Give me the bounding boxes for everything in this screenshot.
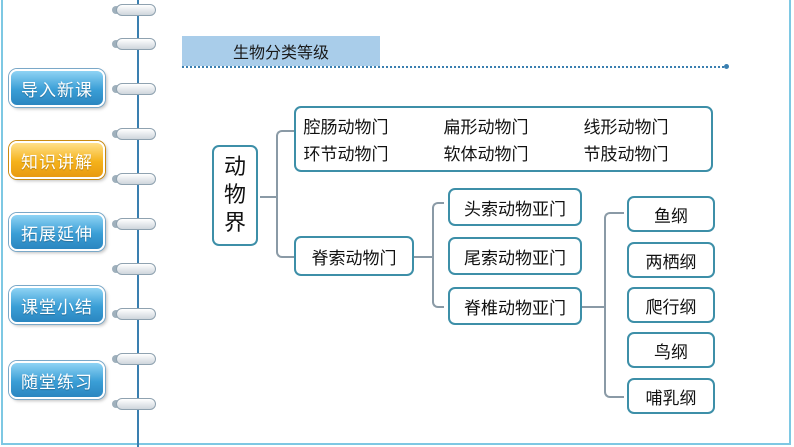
- class-box: 鸟纲: [627, 332, 715, 368]
- root-char: 物: [223, 182, 246, 208]
- nav-button-extension[interactable]: 拓展延伸: [9, 213, 105, 251]
- phylum-label: 扁形动物门: [443, 118, 529, 138]
- subphylum-box: 脊椎动物亚门: [448, 287, 582, 325]
- subphylum-box: 头索动物亚门: [448, 188, 582, 226]
- connector-brace: [604, 212, 624, 398]
- ring: [116, 173, 156, 185]
- nav-button-summary[interactable]: 课堂小结: [9, 286, 105, 324]
- connector-brace: [276, 130, 286, 258]
- ring: [116, 4, 156, 16]
- ring: [116, 398, 156, 410]
- connector-line: [286, 130, 294, 132]
- phylum-label: 线形动物门: [583, 118, 669, 138]
- page-title: 生物分类等级: [182, 36, 380, 66]
- ring: [116, 38, 156, 50]
- phylum-label: 环节动物门: [303, 145, 389, 165]
- connector-brace: [432, 202, 444, 308]
- nav-button-intro[interactable]: 导入新课: [9, 69, 105, 107]
- connector-line: [286, 256, 294, 258]
- root-char: 界: [223, 210, 246, 236]
- connector-line: [582, 306, 604, 308]
- ring: [116, 83, 156, 95]
- connector-line: [414, 256, 432, 258]
- connector-line: [260, 196, 276, 198]
- class-box: 哺乳纲: [627, 378, 715, 414]
- subphylum-box: 尾索动物亚门: [448, 237, 582, 275]
- ring: [116, 128, 156, 140]
- class-box: 两栖纲: [627, 242, 715, 278]
- chordata-box: 脊索动物门: [294, 236, 414, 276]
- ring: [116, 353, 156, 365]
- title-underline: [182, 66, 728, 68]
- nav-button-knowledge[interactable]: 知识讲解: [9, 141, 105, 179]
- kingdom-animalia-box: 动 物 界: [212, 145, 258, 246]
- phylum-label: 腔肠动物门: [303, 118, 389, 138]
- nav-button-exercise[interactable]: 随堂练习: [9, 361, 105, 399]
- invertebrate-phyla-box: 腔肠动物门 扁形动物门 线形动物门 环节动物门 软体动物门 节肢动物门: [294, 106, 713, 172]
- root-char: 动: [223, 154, 246, 180]
- title-underline-end: [724, 64, 729, 69]
- phylum-label: 软体动物门: [443, 145, 529, 165]
- class-box: 鱼纲: [627, 196, 715, 232]
- class-box: 爬行纲: [627, 287, 715, 323]
- ring: [116, 218, 156, 230]
- ring: [116, 263, 156, 275]
- ring: [116, 308, 156, 320]
- phylum-label: 节肢动物门: [583, 145, 669, 165]
